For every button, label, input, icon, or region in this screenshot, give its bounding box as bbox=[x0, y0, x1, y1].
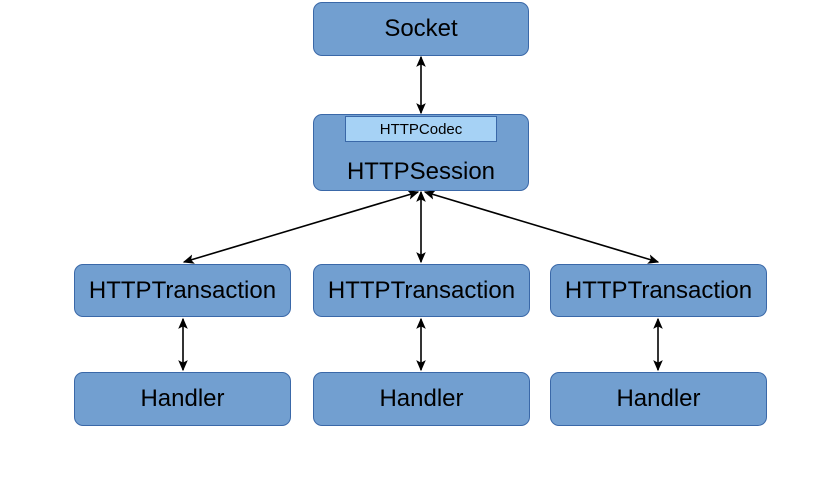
arrow-session-transaction-right bbox=[423, 190, 660, 264]
node-httpsession[interactable]: HTTPCodec HTTPSession bbox=[313, 114, 529, 191]
node-handler-left[interactable]: Handler bbox=[74, 372, 291, 426]
node-label: HTTPCodec bbox=[379, 120, 463, 138]
node-httpcodec[interactable]: HTTPCodec bbox=[345, 116, 497, 142]
node-label: HTTPTransaction bbox=[88, 276, 277, 304]
node-label: Socket bbox=[384, 15, 458, 42]
node-handler-center[interactable]: Handler bbox=[313, 372, 530, 426]
node-label: Handler bbox=[140, 385, 225, 412]
node-label: HTTPTransaction bbox=[327, 276, 516, 304]
arrow-session-transaction-left bbox=[182, 190, 420, 264]
node-handler-right[interactable]: Handler bbox=[550, 372, 767, 426]
node-httptransaction-left[interactable]: HTTPTransaction bbox=[74, 264, 291, 317]
node-label: Handler bbox=[379, 385, 464, 412]
node-httptransaction-center[interactable]: HTTPTransaction bbox=[313, 264, 530, 317]
node-label: HTTPSession bbox=[346, 158, 496, 185]
node-label: HTTPTransaction bbox=[564, 276, 753, 304]
node-label: Handler bbox=[616, 385, 701, 412]
node-socket[interactable]: Socket bbox=[313, 2, 529, 56]
node-httptransaction-right[interactable]: HTTPTransaction bbox=[550, 264, 767, 317]
